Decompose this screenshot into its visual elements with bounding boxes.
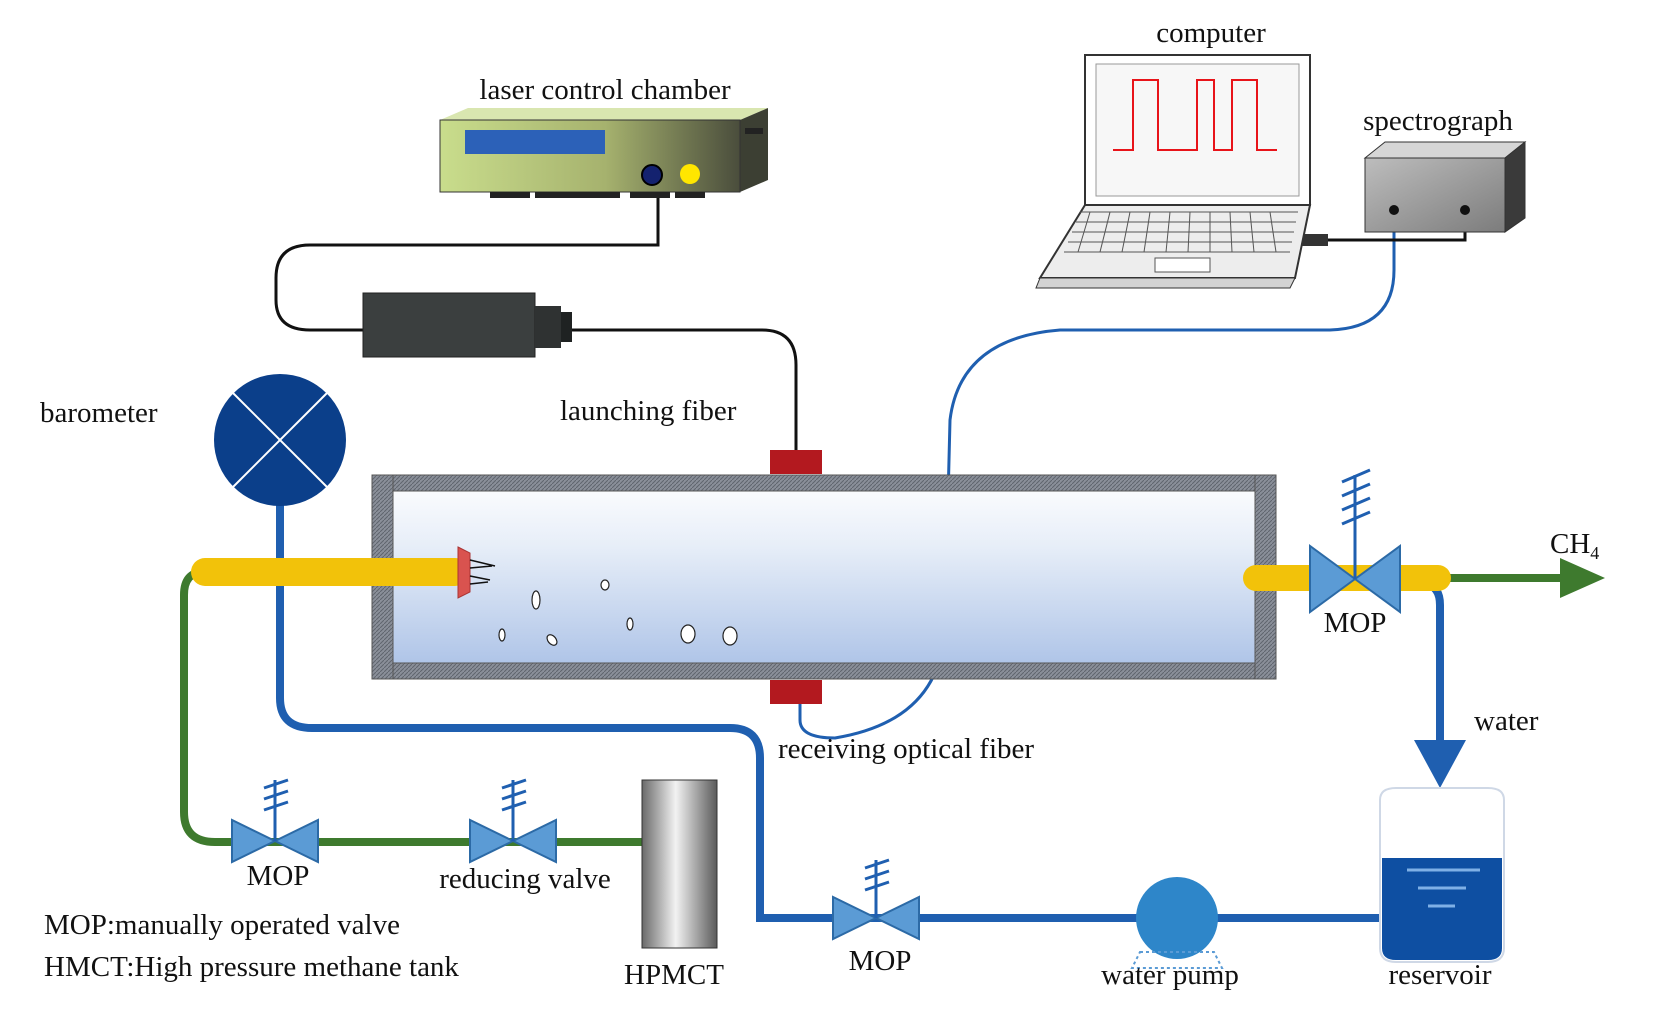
- laser-indicator-light: [680, 164, 700, 184]
- barometer: [214, 374, 346, 506]
- laser-head: [362, 292, 572, 358]
- laser-control-chamber-label: laser control chamber: [479, 74, 731, 106]
- barometer-label: barometer: [40, 397, 158, 429]
- reducing-valve-label: reducing valve: [439, 863, 611, 895]
- reservoir-label: reservoir: [1388, 959, 1491, 991]
- spectrograph-output-port: [1460, 205, 1470, 215]
- gas-valve-mop[interactable]: [231, 778, 319, 864]
- touchpad: [1154, 257, 1211, 273]
- laser-output-port: [641, 164, 663, 186]
- computer-laptop: [1035, 54, 1312, 289]
- reducing-valve[interactable]: [469, 778, 557, 864]
- spectrograph-input-port: [1389, 205, 1399, 215]
- laser-cable: [274, 180, 798, 450]
- water-pump[interactable]: [1130, 877, 1224, 969]
- spectrograph-label: spectrograph: [1363, 105, 1513, 137]
- laser-control-chamber: [439, 108, 768, 198]
- launching-fiber-port: [770, 450, 822, 474]
- high-pressure-methane-tank: [641, 779, 718, 949]
- gas-injection-tube: [191, 546, 496, 599]
- computer-label: computer: [1156, 17, 1266, 49]
- receiving-optical-fiber-label: receiving optical fiber: [778, 733, 1034, 765]
- keyboard: [1064, 211, 1298, 253]
- water-pump-label: water pump: [1101, 959, 1239, 991]
- laser-display: [465, 130, 605, 154]
- gas-bubbles: [498, 579, 738, 646]
- receiving-fiber-port: [770, 680, 822, 704]
- legend-mop: MOP:manually operated valve: [44, 909, 400, 941]
- outlet-valve-mop[interactable]: [1309, 468, 1401, 614]
- hpmct-label: HPMCT: [624, 959, 724, 991]
- reservoir: [1379, 787, 1505, 963]
- outlet-mop-label: MOP: [1324, 607, 1387, 639]
- water-valve-mop[interactable]: [832, 858, 920, 941]
- signal-trace: [1113, 79, 1277, 151]
- gas-mop-label: MOP: [247, 860, 310, 892]
- vessel-bottom-wall: [371, 662, 1277, 680]
- water-arrow-head: [1414, 740, 1466, 788]
- ch4-outlet-line: [1440, 558, 1605, 598]
- legend-hmct: HMCT:High pressure methane tank: [44, 951, 459, 983]
- launching-fiber-label: launching fiber: [560, 395, 737, 427]
- receiving-fiber-cable: [798, 208, 1396, 740]
- water-outlet-line: [1414, 580, 1466, 788]
- ch4-arrow-head: [1560, 558, 1605, 598]
- water-mop-label: MOP: [849, 945, 912, 977]
- spectrograph: [1363, 140, 1527, 233]
- water-circulation-line: [276, 505, 1385, 922]
- reaction-vessel: [371, 474, 1277, 680]
- ch4-label: CH4: [1550, 528, 1599, 563]
- vessel-top-wall: [371, 474, 1277, 492]
- water-label: water: [1474, 705, 1539, 737]
